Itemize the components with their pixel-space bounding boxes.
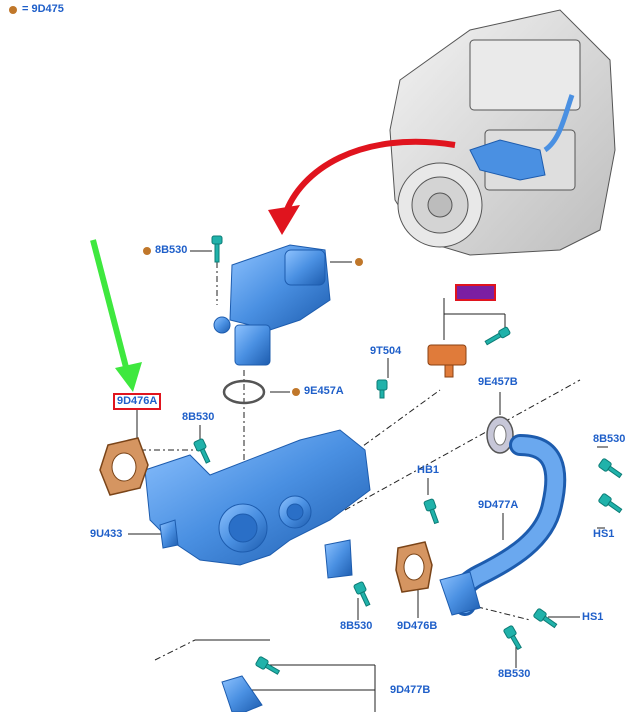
label-9e457b: 9E457B — [478, 376, 518, 388]
bullet-icon — [143, 247, 151, 255]
egr-cooler — [144, 429, 371, 579]
sensor-9g428 — [427, 344, 467, 378]
label-8b530-top: 8B530 — [155, 244, 188, 256]
locator-arrow-red — [268, 138, 456, 235]
highlight-arrow-green — [90, 239, 142, 392]
bullet-icon — [292, 388, 300, 396]
label-9u433: 9U433 — [90, 528, 123, 540]
label-9t504: 9T504 — [370, 345, 402, 357]
label-hs1-b: HS1 — [582, 611, 604, 623]
pipe-9d477a — [449, 434, 567, 616]
label-8b530-right: 8B530 — [593, 433, 626, 445]
fastener-bolts — [193, 326, 623, 675]
legend-bullet-icon — [9, 6, 17, 14]
label-9d477a: 9D477A — [478, 499, 519, 511]
legend-text: = 9D475 — [22, 3, 64, 15]
engine-overview — [389, 9, 616, 256]
label-9d477b: 9D477B — [390, 684, 431, 696]
label-hb1: HB1 — [417, 464, 440, 476]
label-8b530-br: 8B530 — [498, 668, 531, 680]
label-9d476a: 9D476A — [113, 393, 162, 410]
label-8b530-bottom: 8B530 — [340, 620, 373, 632]
bolt-8b530-top — [211, 235, 223, 263]
label-hs1-a: HS1 — [593, 528, 615, 540]
label-9g428: 9G428 — [455, 284, 497, 301]
bullet-icon — [355, 258, 363, 266]
o-ring-9e457a — [222, 379, 266, 405]
egr-valve — [213, 244, 331, 366]
label-9d476b: 9D476B — [397, 620, 438, 632]
pipe-9d477b — [221, 675, 263, 712]
label-8b530-left: 8B530 — [182, 411, 215, 423]
label-9e457a: 9E457A — [304, 385, 344, 397]
